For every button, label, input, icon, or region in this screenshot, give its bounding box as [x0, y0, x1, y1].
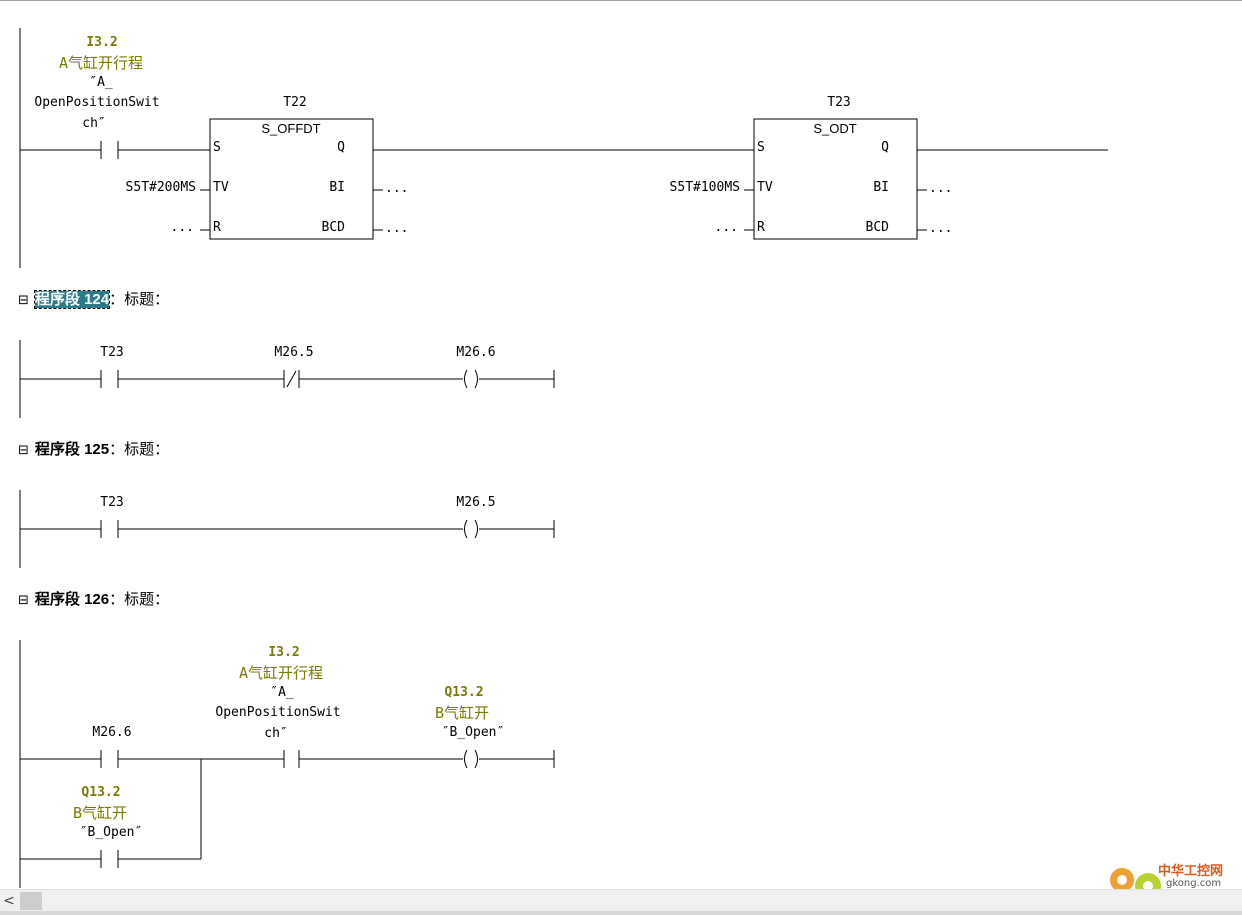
contact-symbol: ″A_ — [89, 75, 113, 90]
contact-symbol: OpenPositionSwit — [34, 95, 160, 110]
network-header-126[interactable]: ⊟ 程序段 126：标题： — [18, 590, 169, 610]
pin-label: BI — [873, 180, 889, 195]
contact-address[interactable]: T23 — [100, 345, 124, 360]
scroll-thumb[interactable] — [20, 892, 42, 910]
horizontal-scrollbar[interactable]: < — [0, 889, 1242, 912]
pin-label: BCD — [321, 220, 345, 235]
contact-comment: A气缸开行程 — [238, 664, 324, 682]
pin-label: TV — [757, 180, 773, 195]
timer-name[interactable]: T23 — [827, 95, 851, 110]
network-header-125[interactable]: ⊟ 程序段 125：标题： — [18, 440, 169, 460]
r-value[interactable]: ... — [714, 220, 738, 235]
bcd-value[interactable]: ... — [929, 221, 953, 236]
bi-value[interactable]: ... — [385, 181, 409, 196]
pin-label: S — [757, 140, 765, 155]
pin-label: BI — [329, 180, 345, 195]
contact-address[interactable]: M26.6 — [92, 725, 132, 740]
bottom-edge — [0, 911, 1242, 915]
timer-t22-box — [209, 118, 374, 240]
timer-type: S_OFFDT — [261, 121, 321, 136]
network-title[interactable]: ：标题： — [109, 291, 170, 308]
pin-label: Q — [881, 140, 889, 155]
contact-symbol: OpenPositionSwit — [215, 705, 341, 720]
pin-label: R — [757, 220, 765, 235]
timer-name[interactable]: T22 — [283, 95, 307, 110]
contact-comment: A气缸开行程 — [58, 54, 144, 72]
pin-label: S — [213, 140, 221, 155]
collapse-toggle-icon[interactable]: ⊟ — [18, 592, 29, 607]
pin-label: BCD — [865, 220, 889, 235]
contact-comment: B气缸开 — [72, 804, 128, 822]
pin-label: Q — [337, 140, 345, 155]
contact-symbol: ch″ — [264, 726, 288, 741]
coil-address[interactable]: M26.6 — [456, 345, 496, 360]
contact-address[interactable]: I3.2 — [268, 645, 300, 660]
contact-address[interactable]: T23 — [100, 495, 124, 510]
collapse-toggle-icon[interactable]: ⊟ — [18, 292, 29, 307]
pin-label: TV — [213, 180, 229, 195]
coil-address[interactable]: Q13.2 — [444, 685, 484, 700]
collapse-toggle-icon[interactable]: ⊟ — [18, 442, 29, 457]
bi-value[interactable]: ... — [929, 181, 953, 196]
coil-comment: B气缸开 — [434, 704, 490, 722]
contact-address: I3.2 — [86, 35, 118, 50]
pin-label: R — [213, 220, 221, 235]
timer-t23-box — [753, 118, 918, 240]
watermark-url: gkong.com — [1166, 878, 1222, 889]
network-title[interactable]: ：标题： — [109, 591, 170, 608]
tv-value[interactable]: S5T#100MS — [669, 180, 740, 195]
contact-symbol: ″B_Open″ — [79, 825, 143, 840]
r-value[interactable]: ... — [170, 220, 194, 235]
contact-symbol: ch″ — [82, 116, 106, 131]
bcd-value[interactable]: ... — [385, 221, 409, 236]
scroll-left-icon[interactable]: < — [3, 893, 15, 909]
watermark-title: 中华工控网 — [1158, 864, 1224, 879]
network-number[interactable]: 程序段 124 — [33, 290, 111, 309]
top-border — [0, 0, 1242, 1]
network-title[interactable]: ：标题： — [109, 441, 170, 458]
network-number[interactable]: 程序段 126 — [34, 591, 110, 608]
coil-address[interactable]: M26.5 — [456, 495, 496, 510]
coil-symbol: ″B_Open″ — [441, 725, 505, 740]
network-header-124[interactable]: ⊟ 程序段 124：标题： — [18, 290, 169, 310]
contact-address[interactable]: Q13.2 — [81, 785, 121, 800]
tv-value[interactable]: S5T#200MS — [125, 180, 196, 195]
contact-address[interactable]: M26.5 — [274, 345, 314, 360]
contact-symbol: ″A_ — [270, 685, 294, 700]
timer-type: S_ODT — [813, 121, 857, 136]
network-number[interactable]: 程序段 125 — [34, 441, 110, 458]
